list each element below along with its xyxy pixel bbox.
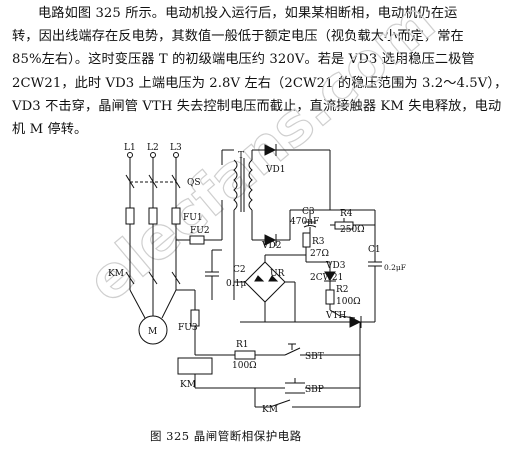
paragraph-line: 2CW21，此时 VD3 上端电压为 2.8V 左右（2CW21 的稳压范围为 …: [12, 75, 508, 91]
figure-caption: 图 325 晶闸管断相保护电路: [150, 429, 302, 443]
label-r4-value: 250Ω: [340, 225, 365, 235]
label-l3: L3: [170, 143, 182, 153]
label-r3: R3: [312, 237, 325, 247]
label-ur: UR: [270, 269, 285, 279]
label-c3: C3: [302, 207, 315, 217]
label-sbp: SBP: [305, 385, 324, 395]
label-motor: M: [148, 327, 157, 337]
label-fu2: FU2: [190, 226, 210, 236]
paragraph-line: 转，因出线端存在反电势，其数值一般低于额定电压（视负载大小而定，常在: [12, 29, 464, 45]
paragraph-line: 85%左右）。这时变压器 T 的初级端电压约 320V。若是 VD3 选用稳压二…: [12, 52, 475, 68]
label-r1-value: 100Ω: [232, 361, 257, 371]
label-vd1: VD1: [265, 165, 285, 175]
label-km-coil: KM: [180, 380, 196, 390]
label-c2-value: 0.1μ: [226, 279, 246, 289]
label-r2: R2: [336, 285, 349, 295]
label-vth: VTH: [325, 311, 347, 321]
label-vd3: VD3: [325, 261, 346, 271]
label-c3-value: 470μF: [290, 217, 319, 227]
label-r4: R4: [340, 209, 353, 219]
paragraph-line: VD3 不击穿，晶闸管 VTH 失去控制电压而截止，直流接触器 KM 失电释放，…: [12, 98, 502, 114]
label-vd2: VD2: [261, 241, 281, 251]
label-r3-value: 27Ω: [310, 249, 329, 259]
label-km-aux: KM: [262, 405, 278, 415]
label-c1-value: 0.2μF: [384, 263, 406, 272]
label-vd3-model: 2CW21: [310, 273, 343, 283]
label-r1: R1: [236, 340, 249, 350]
label-l1: L1: [124, 143, 136, 153]
body-paragraph: 电路如图 325 所示。电动机投入运行后，如果某相断相，电动机仍在运 转，因出线…: [12, 2, 508, 141]
label-sbt: SBT: [305, 352, 324, 362]
paragraph-line: 机 M 停转。: [12, 122, 88, 138]
label-fu3: FU3: [178, 323, 198, 333]
label-qs: QS: [187, 178, 201, 188]
label-l2: L2: [147, 143, 159, 153]
label-c2: C2: [233, 265, 246, 275]
label-r2-value: 100Ω: [336, 297, 361, 307]
label-km-main: KM: [108, 269, 124, 279]
label-c1: C1: [368, 245, 381, 255]
label-t: T: [238, 151, 244, 161]
label-fu1: FU1: [183, 213, 203, 223]
paragraph-line: 电路如图 325 所示。电动机投入运行后，如果某相断相，电动机仍在运: [38, 6, 458, 21]
